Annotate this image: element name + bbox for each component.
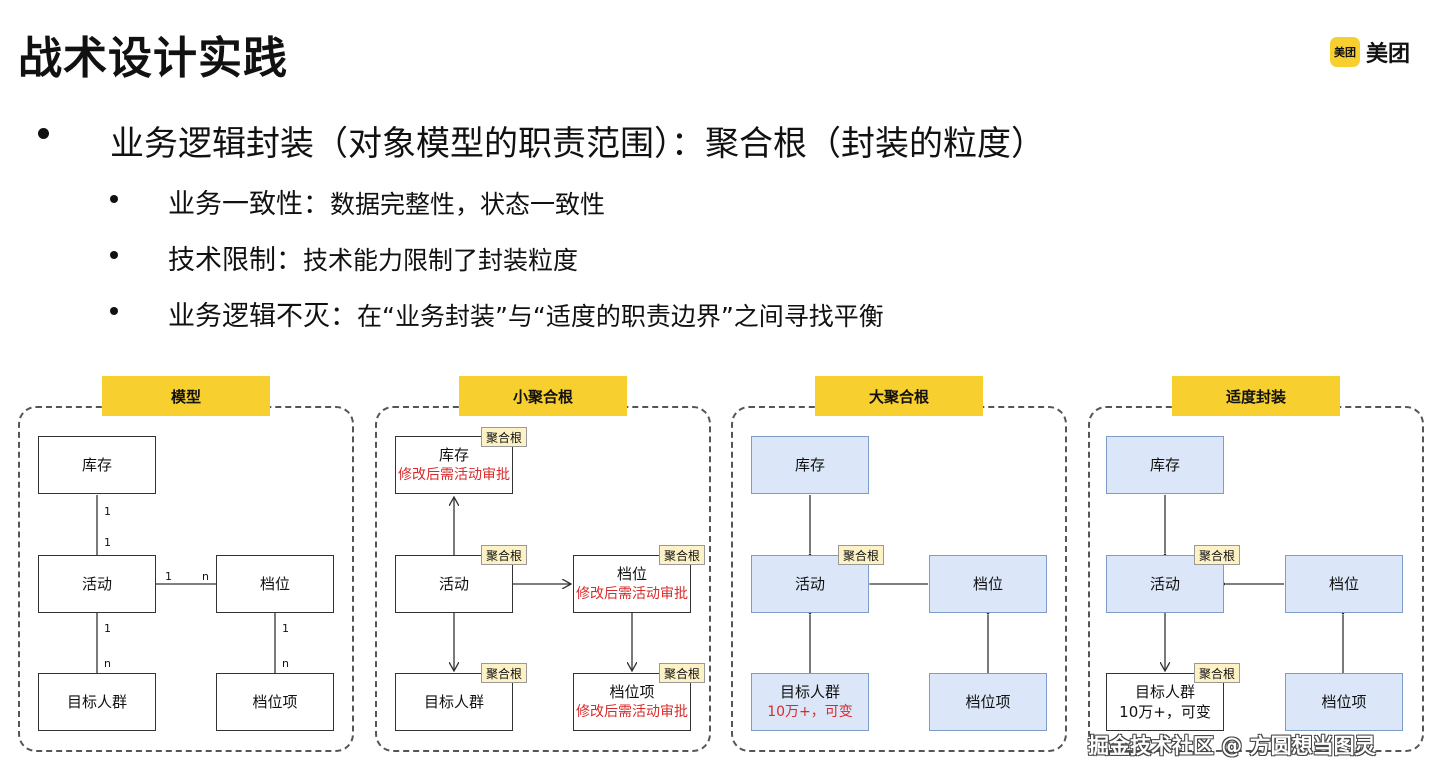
node-audience: 目标人群 10万+，可变	[751, 673, 869, 731]
bullet-dot	[38, 128, 49, 139]
sub-bullet-1: 业务一致性：数据完整性，状态一致性	[168, 182, 605, 221]
sub-bullet-3: 业务逻辑不灭：在“业务封装”与“适度的职责边界”之间寻找平衡	[168, 294, 884, 333]
node-tier-item: 档位项	[216, 673, 334, 731]
node-label: 档位项	[609, 683, 655, 701]
node-inventory: 库存	[1106, 436, 1224, 494]
node-label: 档位	[1328, 575, 1359, 593]
node-inventory: 库存	[751, 436, 869, 494]
multiplicity-label: 1	[104, 622, 111, 635]
logo-text: 美团	[1366, 42, 1411, 67]
panel-tag-moderate: 适度封装	[1172, 376, 1340, 416]
node-note: 10万+，可变	[767, 704, 853, 720]
node-tier-item: 档位项	[929, 673, 1047, 731]
bullet-dot	[110, 251, 118, 259]
aggregate-root-badge: 聚合根	[481, 663, 528, 683]
multiplicity-label: 1	[165, 570, 172, 583]
node-note: 修改后需活动审批	[398, 467, 510, 483]
sub-bullet-key: 业务一致性：	[168, 189, 330, 220]
node-label: 档位	[972, 575, 1003, 593]
node-note: 修改后需活动审批	[576, 586, 688, 602]
bullet-dot	[110, 195, 118, 203]
sub-bullet-value: 技术能力限制了封装粒度	[303, 246, 579, 275]
aggregate-root-badge: 聚合根	[838, 545, 885, 565]
aggregate-root-badge: 聚合根	[1194, 663, 1241, 683]
multiplicity-label: n	[282, 657, 289, 670]
sub-bullet-2: 技术限制：技术能力限制了封装粒度	[168, 238, 578, 277]
panel-tag-large-aggregate: 大聚合根	[815, 376, 983, 416]
node-note: 修改后需活动审批	[576, 704, 688, 720]
node-label: 档位	[616, 565, 647, 583]
node-label: 档位	[259, 575, 290, 593]
aggregate-root-badge: 聚合根	[659, 545, 706, 565]
node-label: 档位项	[252, 693, 298, 711]
sub-bullet-key: 业务逻辑不灭：	[168, 301, 357, 332]
panel-tag-small-aggregate: 小聚合根	[459, 376, 627, 416]
node-tier: 档位	[216, 555, 334, 613]
node-label: 活动	[81, 575, 112, 593]
node-activity: 活动	[38, 555, 156, 613]
node-label: 档位项	[965, 693, 1011, 711]
bullet-dot	[110, 307, 118, 315]
aggregate-root-badge: 聚合根	[659, 663, 706, 683]
node-label: 库存	[438, 446, 469, 464]
node-label: 库存	[794, 456, 825, 474]
sub-bullet-value: 在“业务封装”与“适度的职责边界”之间寻找平衡	[357, 302, 884, 331]
multiplicity-label: 1	[104, 536, 111, 549]
node-label: 目标人群	[1134, 683, 1195, 701]
node-label: 目标人群	[779, 683, 840, 701]
node-tier: 档位	[929, 555, 1047, 613]
node-label: 目标人群	[66, 693, 127, 711]
node-label: 档位项	[1321, 693, 1367, 711]
node-label: 活动	[1149, 575, 1180, 593]
node-label: 库存	[81, 456, 112, 474]
multiplicity-label: n	[202, 570, 209, 583]
watermark: 掘金技术社区 @ 方圆想当图灵	[1088, 734, 1376, 758]
panel-tag-model: 模型	[102, 376, 270, 416]
node-tier-item: 档位项	[1285, 673, 1403, 731]
sub-bullet-key: 技术限制：	[168, 245, 303, 276]
meituan-logo: 美团 美团	[1330, 36, 1410, 68]
node-label: 目标人群	[423, 693, 484, 711]
main-bullet: 业务逻辑封装（对象模型的职责范围）：聚合根（封装的粒度）	[110, 124, 1045, 164]
multiplicity-label: n	[104, 657, 111, 670]
multiplicity-label: 1	[282, 622, 289, 635]
node-label: 库存	[1149, 456, 1180, 474]
sub-bullet-value: 数据完整性，状态一致性	[330, 190, 606, 219]
node-audience: 目标人群	[38, 673, 156, 731]
node-label: 活动	[438, 575, 469, 593]
aggregate-root-badge: 聚合根	[481, 427, 528, 447]
node-inventory: 库存	[38, 436, 156, 494]
slide-title: 战术设计实践	[18, 33, 288, 84]
aggregate-root-badge: 聚合根	[481, 545, 528, 565]
aggregate-root-badge: 聚合根	[1194, 545, 1241, 565]
node-audience: 目标人群 10万+，可变	[1106, 673, 1224, 731]
logo-badge: 美团	[1330, 37, 1360, 67]
node-tier: 档位	[1285, 555, 1403, 613]
multiplicity-label: 1	[104, 505, 111, 518]
node-note: 10万+，可变	[1119, 703, 1211, 721]
node-label: 活动	[794, 575, 825, 593]
